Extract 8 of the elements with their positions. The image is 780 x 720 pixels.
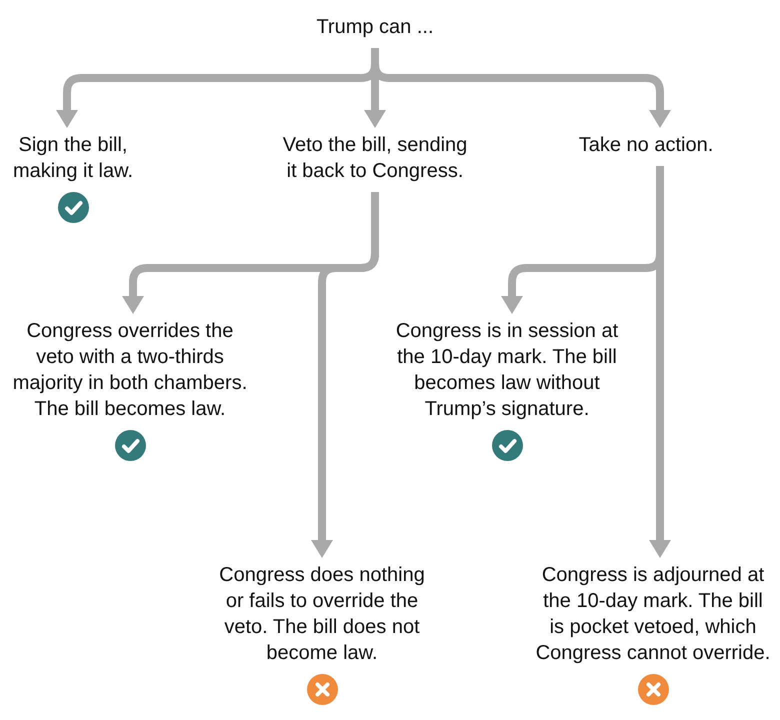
option-text: Take no action.	[578, 133, 714, 158]
option-text: Sign the bill, making it law.	[12, 133, 134, 184]
heading-text: Trump can ...	[316, 15, 434, 40]
option-text: Congress is in session at the 10-day mark. The bill becomes law without Trump’s signature.	[396, 319, 618, 422]
option-text: Congress is adjourned at the 10-day mark. The bill is pocket vetoed, which Congress cannot override.	[536, 563, 770, 666]
option-text: Congress overrides the veto with a two-thirds majority in both chambers. The bill becomes law.	[12, 319, 248, 422]
option-text: Veto the bill, sending it back to Congress.	[282, 133, 468, 184]
option-text: Congress does nothing or fails to override the veto. The bill does not become law.	[219, 563, 425, 666]
